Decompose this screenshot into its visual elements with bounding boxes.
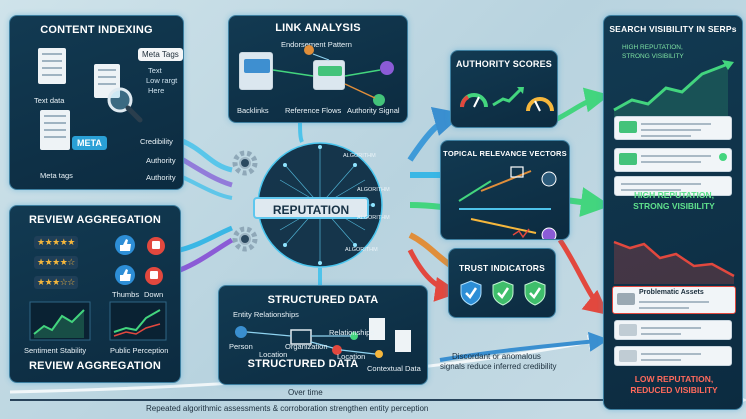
location-label-1: Location xyxy=(259,350,288,359)
star-rating-2: ★★★★☆ xyxy=(34,256,78,269)
serp-result-card-2 xyxy=(614,148,732,172)
signal-authority-1: Authority xyxy=(146,156,176,165)
serp-panel: SEARCH VISIBILITY IN SERPs HIGH REPUTATI… xyxy=(603,15,743,410)
serp-result-card-5 xyxy=(614,346,732,366)
review-aggregation-footer-title: REVIEW AGGREGATION xyxy=(29,360,161,372)
meta-tags-tag: Meta Tags xyxy=(138,48,183,61)
shield-check-icon xyxy=(460,280,482,306)
gear-icon-2 xyxy=(232,226,258,252)
perception-chart-icon xyxy=(109,301,167,341)
text-snippet-2: Low rargt xyxy=(146,76,178,85)
text-snippet-1: Text xyxy=(148,66,162,75)
structured-data-panel: STRUCTURED DATA Entity Relationships Per… xyxy=(218,285,428,385)
signal-authority-2: Authority xyxy=(146,173,176,182)
content-indexing-title: CONTENT INDEXING xyxy=(40,24,153,36)
reference-page-icon xyxy=(313,60,345,90)
gauge-icon xyxy=(460,93,488,108)
serp-low-line2: REDUCED VISIBILITY xyxy=(630,385,718,395)
content-indexing-panel: CONTENT INDEXING Meta Tags Text Low rarg… xyxy=(9,15,184,190)
serp-result-card-4 xyxy=(614,320,732,340)
serp-result-card-3 xyxy=(614,176,732,196)
review-aggregation-title: REVIEW AGGREGATION xyxy=(29,214,161,226)
public-perception-label: Public Perception xyxy=(110,346,169,355)
backlinks-label: Backlinks xyxy=(237,106,269,115)
discordant-note-line1: Discordant or anomalous xyxy=(452,352,541,361)
serp-high-mid-line1: HIGH REPUTATION, xyxy=(634,190,714,200)
serp-high-mid-line2: STRONG VISIBILITY xyxy=(633,201,715,211)
algorithm-tag-4: ALGORITHM xyxy=(345,247,378,253)
topical-relevance-panel: TOPICAL RELEVANCE VECTORS xyxy=(440,140,570,240)
authority-signal-label: Authority Signal xyxy=(347,106,400,115)
visibility-down-chart xyxy=(613,240,735,284)
timeline-caption: Repeated algorithmic assessments & corro… xyxy=(146,404,429,413)
entity-graph-icon xyxy=(235,318,411,358)
text-data-label: Text data xyxy=(34,96,65,105)
down-label: Down xyxy=(144,290,164,299)
structured-data-title: STRUCTURED DATA xyxy=(267,294,379,306)
entity-relationships-label: Entity Relationships xyxy=(233,310,299,319)
gear-icon xyxy=(232,150,258,176)
vector-arrows-graphic xyxy=(458,166,557,239)
shield-check-icon-3 xyxy=(524,280,546,306)
meta-tags-label: Meta tags xyxy=(40,171,73,180)
over-time-label: Over time xyxy=(288,388,323,397)
meta-document-icon xyxy=(40,110,70,150)
reputation-core: REPUTATION ALGORITHM ALGORITHM ALGORITHM… xyxy=(225,135,415,275)
serp-result-card-1 xyxy=(614,116,732,140)
review-aggregation-panel: REVIEW AGGREGATION ★★★★★ ★★★★☆ ★★★☆☆ Thu… xyxy=(9,205,181,383)
trust-indicators-panel: TRUST INDICATORS xyxy=(448,248,556,318)
serp-low-line1: LOW REPUTATION, xyxy=(634,374,714,384)
algorithm-tag-3: ALGORITHM xyxy=(357,215,390,221)
relationships-label: Relationships xyxy=(329,328,375,337)
algorithm-tag-1: ALGORITHM xyxy=(343,153,376,159)
link-analysis-panel: LINK ANALYSIS Endorsement Pattern Backli… xyxy=(228,15,408,123)
magnifier-icon xyxy=(107,87,143,123)
thumbs-down-icon-2 xyxy=(145,267,163,285)
star-rating-1: ★★★★★ xyxy=(34,236,78,249)
shield-check-icon-2 xyxy=(492,280,514,306)
discordant-note-line2: signals reduce inferred credibility xyxy=(440,362,557,371)
text-document-icon-2 xyxy=(94,64,120,98)
serp-high-top-line1: HIGH REPUTATION, xyxy=(622,44,683,51)
authority-scores-panel: AUTHORITY SCORES xyxy=(450,50,558,128)
meta-bubble: META xyxy=(72,136,107,150)
organization-label: Organization xyxy=(285,342,328,351)
visibility-up-chart xyxy=(613,60,734,118)
endorsement-pattern-label: Endorsement Pattern xyxy=(281,40,352,49)
problematic-assets-card: Problematic Assets xyxy=(612,286,736,314)
text-snippet-3: Here xyxy=(148,86,165,95)
problematic-assets-label: Problematic Assets xyxy=(639,289,704,296)
thumbs-down-icon xyxy=(147,237,165,255)
reputation-label: REPUTATION xyxy=(253,197,369,219)
trend-up-icon xyxy=(492,87,524,107)
serp-high-top-line2: STRONG VISIBILITY xyxy=(622,53,684,60)
gauge-icon-2 xyxy=(526,97,554,112)
link-analysis-title: LINK ANALYSIS xyxy=(275,22,361,34)
star-rating-3: ★★★☆☆ xyxy=(34,276,78,289)
signal-credibility: Credibility xyxy=(140,137,173,146)
text-document-icon xyxy=(38,48,66,84)
backlink-page-icon xyxy=(239,52,273,90)
authority-scores-title: AUTHORITY SCORES xyxy=(455,59,553,69)
thumbs-up-icon-2 xyxy=(115,265,135,285)
person-label: Person xyxy=(229,342,253,351)
thumbs-label: Thumbs xyxy=(112,290,140,299)
link-graph-icon xyxy=(272,45,394,106)
thumbs-up-icon xyxy=(115,235,135,255)
trust-indicators-title: TRUST INDICATORS xyxy=(459,263,545,273)
location-label-2: Location xyxy=(337,352,366,361)
serp-title: SEARCH VISIBILITY IN SERPs xyxy=(609,24,737,34)
contextual-data-label: Contextual Data xyxy=(367,364,421,373)
topical-relevance-title: TOPICAL RELEVANCE VECTORS xyxy=(443,149,567,158)
structured-data-footer-title: STRUCTURED DATA xyxy=(247,358,359,370)
reference-flows-label: Reference Flows xyxy=(285,106,342,115)
algorithm-tag-2: ALGORITHM xyxy=(357,187,390,193)
sentiment-chart-icon xyxy=(29,301,91,341)
sentiment-stability-label: Sentiment Stability xyxy=(24,346,87,355)
